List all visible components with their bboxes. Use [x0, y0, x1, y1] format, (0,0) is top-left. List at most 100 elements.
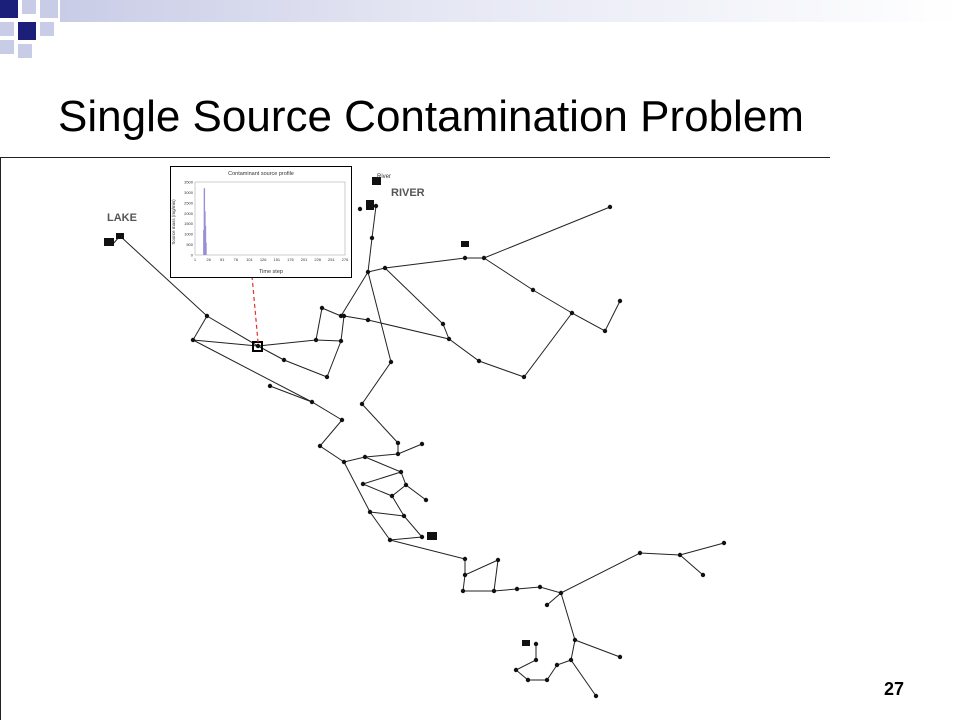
junction-node [373, 203, 379, 209]
junction-node [602, 328, 608, 334]
junction-node [462, 556, 468, 562]
junction-node [367, 509, 373, 515]
inset-y-tick-label: 2500 [184, 200, 194, 205]
junction-node [525, 677, 531, 683]
header-band [60, 0, 960, 22]
junction-node [338, 338, 344, 344]
junction-node [403, 482, 409, 488]
junction-node [319, 305, 325, 311]
junction-node [362, 454, 368, 460]
junction-node [309, 399, 315, 405]
river-reservoir-icon [366, 177, 381, 210]
junction-node [462, 255, 468, 261]
junction-node [537, 584, 543, 590]
inset-x-tick-label: 76 [234, 257, 239, 262]
tank-icon [522, 640, 530, 646]
junction-node [204, 313, 210, 319]
junction-node [572, 637, 578, 643]
inset-x-tick-label: 26 [206, 257, 211, 262]
inset-y-tick-label: 0 [191, 253, 194, 258]
junction-node [568, 657, 574, 663]
junction-node [255, 343, 261, 349]
lake-reservoir-icon [104, 233, 124, 246]
junction-node [617, 298, 623, 304]
junction-node [446, 336, 452, 342]
contaminant-profile-inset: Contaminant source profile Source mass (… [170, 166, 352, 278]
junction-node [419, 441, 425, 447]
junction-node [317, 443, 323, 449]
inset-x-tick-label: 176 [287, 257, 294, 262]
junction-node [369, 235, 375, 241]
inset-x-tick-label: 51 [220, 257, 225, 262]
title-divider [0, 157, 830, 158]
junction-node [388, 359, 394, 365]
junction-node [359, 401, 365, 407]
junction-node [341, 459, 347, 465]
junction-node [593, 693, 599, 699]
junction-node [395, 440, 401, 446]
inset-y-tick-label: 2000 [184, 211, 194, 216]
inset-chart-ylabel: Source mass (mg/min) [171, 199, 176, 245]
inset-link-line [251, 275, 259, 343]
tank-icon [427, 532, 437, 540]
junction-node [365, 317, 371, 323]
junction-node [341, 313, 347, 319]
inset-y-tick-label: 1500 [184, 221, 194, 226]
decorative-squares [0, 0, 58, 58]
inset-x-tick-label: 126 [260, 257, 267, 262]
inset-y-tick-label: 3000 [184, 190, 194, 195]
junction-node [476, 358, 482, 364]
junction-node [558, 590, 564, 596]
junction-node [721, 540, 727, 546]
pipe-lines [111, 205, 725, 697]
inset-plot-frame [194, 181, 346, 256]
junction-node [521, 374, 527, 380]
junction-node [491, 588, 497, 594]
junction-node [401, 513, 407, 519]
junction-node [398, 469, 404, 475]
junction-node [677, 552, 683, 558]
junction-nodes [117, 203, 727, 699]
inset-chart-xlabel: Time step [259, 269, 283, 275]
junction-node [419, 534, 425, 540]
junction-node [357, 206, 363, 212]
junction-node [544, 602, 550, 608]
junction-node [365, 269, 371, 275]
junction-node [460, 588, 466, 594]
junction-node [513, 667, 519, 673]
junction-node [389, 493, 395, 499]
inset-bar [205, 242, 207, 255]
junction-node [395, 451, 401, 457]
inset-chart-svg: Contaminant source profile Source mass (… [171, 171, 349, 275]
junction-node [190, 337, 196, 343]
junction-node [617, 654, 623, 660]
junction-node [554, 662, 560, 668]
left-divider [0, 157, 1, 720]
junction-node [423, 497, 429, 503]
junction-node [530, 287, 536, 293]
junction-node [544, 677, 550, 683]
inset-x-tick-label: 101 [246, 257, 253, 262]
junction-node [387, 537, 393, 543]
inset-x-tick-label: 226 [314, 257, 321, 262]
junction-node [339, 417, 345, 423]
river-small-label: River [377, 174, 391, 180]
junction-node [481, 255, 487, 261]
inset-y-tick-label: 3500 [184, 180, 194, 185]
inset-x-tick-label: 251 [328, 257, 335, 262]
inset-bar [204, 225, 207, 255]
inset-x-tick-label: 1 [194, 257, 197, 262]
junction-node [495, 557, 501, 563]
inset-x-tick-label: 276 [342, 257, 349, 262]
inset-y-tick-label: 1000 [184, 232, 194, 237]
junction-node [360, 481, 366, 487]
tank-icon [461, 241, 469, 247]
slide-title: Single Source Contamination Problem [58, 92, 804, 141]
river-label: RIVER [391, 187, 425, 199]
junction-node [281, 357, 287, 363]
lake-label: LAKE [107, 212, 137, 224]
junction-node [382, 265, 388, 271]
junction-node [440, 321, 446, 327]
junction-node [569, 310, 575, 316]
